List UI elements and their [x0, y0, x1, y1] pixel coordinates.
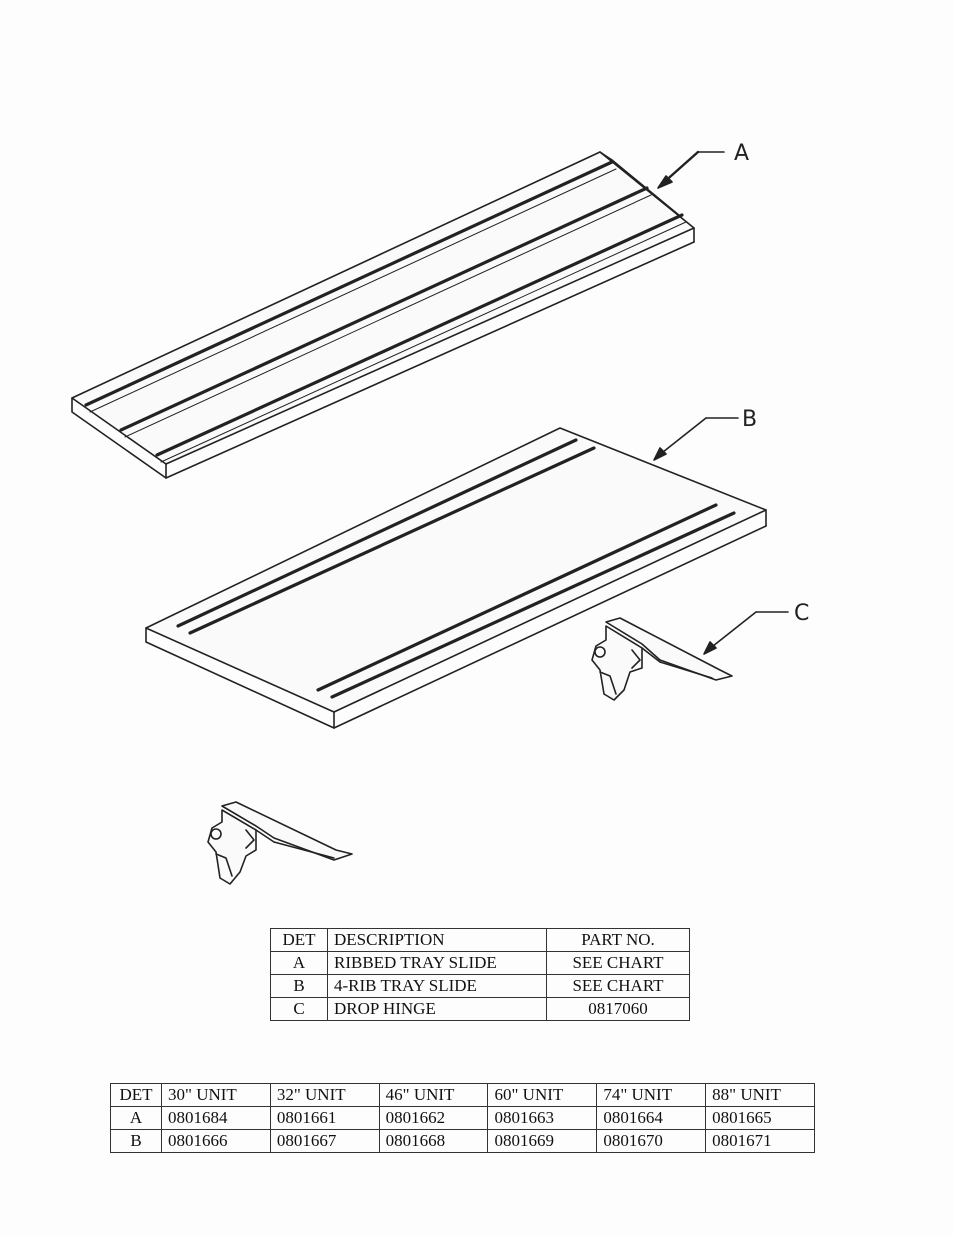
leader-c: [703, 611, 789, 655]
part-number-cell: 0801671: [705, 1129, 815, 1153]
callout-c-label: C: [794, 601, 809, 626]
table-row: C DROP HINGE 0817060: [270, 997, 690, 1021]
part-number-cell: 0801669: [487, 1129, 598, 1153]
header-unit: 60" UNIT: [487, 1083, 598, 1107]
drop-hinge-drawing-2: [207, 801, 353, 885]
description-table: DET DESCRIPTION PART NO. A RIBBED TRAY S…: [270, 928, 690, 1021]
header-unit: 88" UNIT: [705, 1083, 815, 1107]
callout-a-label: A: [734, 141, 749, 166]
ribbed-tray-slide-drawing: [71, 151, 695, 479]
header-part-no: PART NO.: [546, 928, 690, 952]
part-number-cell: 0801662: [378, 1106, 489, 1130]
unit-table-header: DET 30" UNIT 32" UNIT 46" UNIT 60" UNIT …: [110, 1083, 815, 1107]
header-unit: 30" UNIT: [161, 1083, 271, 1107]
table-row: B 0801666 0801667 0801668 0801669 080167…: [110, 1129, 815, 1153]
det-cell: B: [270, 974, 328, 998]
drop-hinge-drawing-1: [591, 617, 733, 701]
header-det: DET: [110, 1083, 162, 1107]
part-number-cell: 0801666: [161, 1129, 271, 1153]
header-description: DESCRIPTION: [327, 928, 547, 952]
det-cell: C: [270, 997, 328, 1021]
description-cell: DROP HINGE: [327, 997, 547, 1021]
part-number-cell: 0801668: [378, 1129, 489, 1153]
four-rib-tray-slide-drawing: [145, 427, 767, 729]
unit-part-number-table: DET 30" UNIT 32" UNIT 46" UNIT 60" UNIT …: [110, 1083, 815, 1153]
part-number-cell: 0801670: [596, 1129, 707, 1153]
leader-b: [653, 417, 739, 461]
callout-b-label: B: [742, 407, 757, 432]
part-cell: 0817060: [546, 997, 690, 1021]
table-row: A 0801684 0801661 0801662 0801663 080166…: [110, 1106, 815, 1130]
header-det: DET: [270, 928, 328, 952]
table-row: B 4-RIB TRAY SLIDE SEE CHART: [270, 974, 690, 998]
part-cell: SEE CHART: [546, 974, 690, 998]
part-number-cell: 0801665: [705, 1106, 815, 1130]
part-number-cell: 0801663: [487, 1106, 598, 1130]
det-cell: A: [270, 951, 328, 975]
part-number-cell: 0801664: [596, 1106, 707, 1130]
description-cell: 4-RIB TRAY SLIDE: [327, 974, 547, 998]
part-cell: SEE CHART: [546, 951, 690, 975]
part-number-cell: 0801661: [269, 1106, 380, 1130]
part-number-cell: 0801684: [161, 1106, 271, 1130]
part-number-cell: 0801667: [269, 1129, 380, 1153]
header-unit: 46" UNIT: [378, 1083, 489, 1107]
det-cell: A: [110, 1106, 162, 1130]
det-cell: B: [110, 1129, 162, 1153]
header-unit: 74" UNIT: [596, 1083, 707, 1107]
table-row: A RIBBED TRAY SLIDE SEE CHART: [270, 951, 690, 975]
description-table-header: DET DESCRIPTION PART NO.: [270, 928, 690, 952]
leader-a: [657, 150, 725, 189]
header-unit: 32" UNIT: [269, 1083, 380, 1107]
description-cell: RIBBED TRAY SLIDE: [327, 951, 547, 975]
